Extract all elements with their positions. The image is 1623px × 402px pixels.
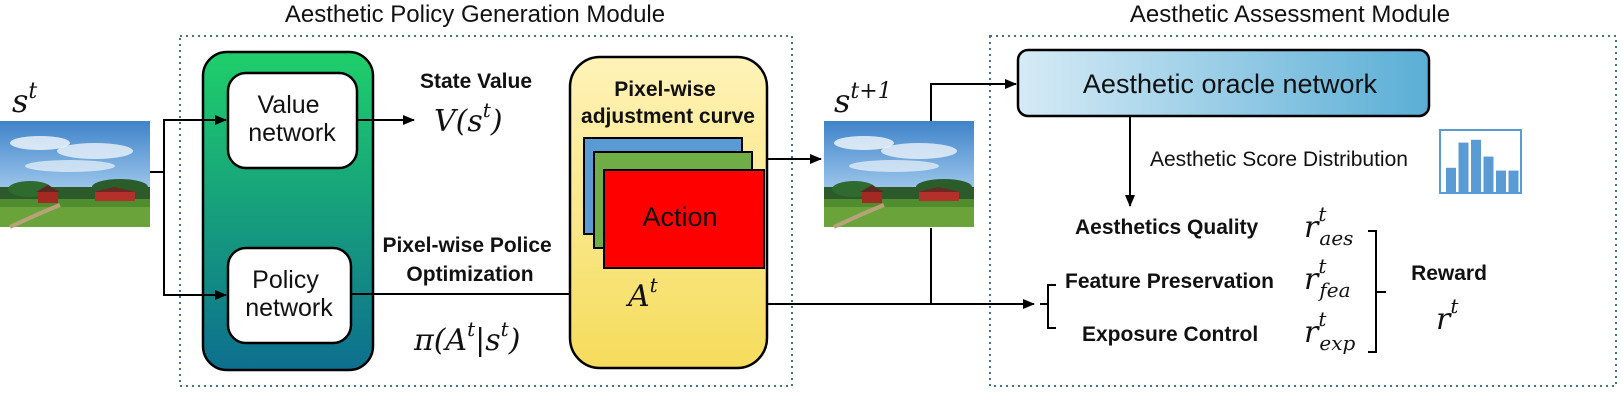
reward-total-symbol: rt bbox=[1436, 294, 1459, 337]
oracle-network-label: Aesthetic oracle network bbox=[1083, 69, 1378, 99]
input-image bbox=[0, 119, 152, 229]
state-value-formula: V(st) bbox=[434, 98, 503, 139]
assessment-module-title: Aesthetic Assessment Module bbox=[1130, 1, 1450, 28]
right-brace bbox=[1368, 230, 1377, 353]
histogram-bar bbox=[1458, 142, 1469, 193]
policy-formula: π(At|st) bbox=[413, 317, 520, 358]
score-histogram bbox=[1439, 129, 1522, 194]
reward-aes-label: Aesthetics Quality bbox=[1075, 216, 1259, 239]
histogram-bar bbox=[1508, 170, 1519, 193]
histogram-bar bbox=[1483, 156, 1494, 193]
assessment-module-frame bbox=[989, 35, 1617, 387]
next-state-image bbox=[822, 119, 976, 229]
input-state-label: st bbox=[12, 79, 37, 120]
reward-fea-label: Feature Preservation bbox=[1065, 270, 1274, 293]
histogram-bar bbox=[1496, 170, 1506, 193]
left-brace bbox=[1047, 284, 1056, 329]
policy-module-frame bbox=[179, 35, 793, 387]
action-output: At bbox=[625, 273, 659, 314]
adjustment-curve-label: Pixel-wise adjustment curve bbox=[581, 78, 755, 128]
oracle-network-box bbox=[1016, 48, 1431, 118]
policy-module-title: Aesthetic Policy Generation Module bbox=[285, 1, 665, 28]
histogram-bar bbox=[1471, 139, 1481, 193]
policy-network-label: Policy network bbox=[245, 266, 333, 322]
reward-total-label: Reward bbox=[1411, 262, 1487, 285]
next-state-connectors bbox=[767, 79, 1035, 309]
action-label: Action bbox=[642, 202, 717, 232]
score-distribution-label: Aesthetic Score Distribution bbox=[1150, 148, 1408, 171]
next-state-label: st+1 bbox=[834, 79, 892, 120]
input-to-networks-arrows bbox=[150, 115, 227, 300]
policy-optimization-label: Pixel-wise Police Optimization bbox=[382, 234, 557, 286]
state-value-label: State Value bbox=[420, 70, 532, 93]
policy-network-box bbox=[226, 246, 353, 345]
reward-exp-label: Exposure Control bbox=[1082, 323, 1258, 346]
value-network-label: Value network bbox=[248, 91, 336, 147]
histogram-bar bbox=[1446, 167, 1456, 193]
action-layer bbox=[603, 169, 765, 269]
